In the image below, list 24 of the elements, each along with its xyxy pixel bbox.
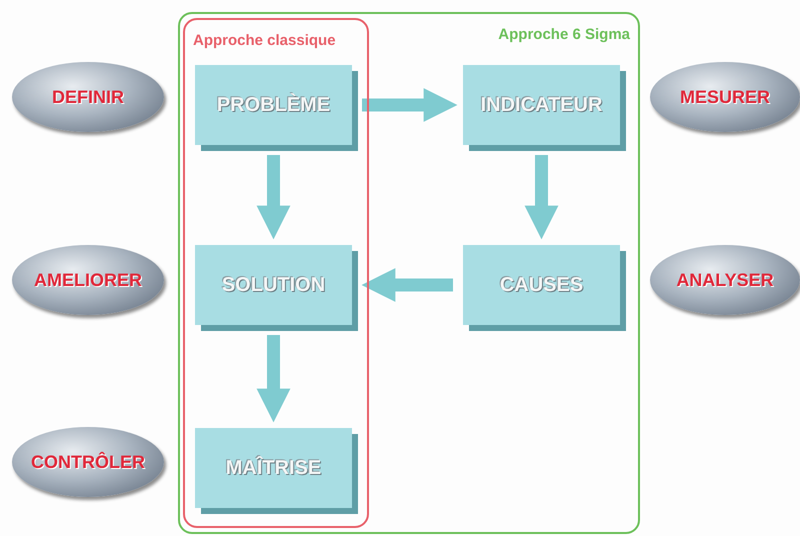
phase-label: ANALYSER (676, 270, 774, 290)
step-label: MAÎTRISE (226, 456, 322, 480)
arrow (256, 155, 290, 240)
step-label: PROBLÈME (216, 94, 330, 116)
phase-label: CONTRÔLER (31, 452, 145, 472)
step-box (195, 428, 352, 508)
phase-label: DEFINIR (52, 86, 124, 108)
phase-label: MESURER (680, 86, 770, 108)
arrow (524, 155, 558, 240)
step-box (463, 245, 620, 325)
group-frame (178, 12, 640, 534)
arrow (362, 268, 453, 302)
step-box (195, 245, 352, 325)
step-label: SOLUTION (222, 274, 326, 296)
step-box (463, 65, 620, 145)
step-box (195, 65, 352, 145)
group-title: Approche 6 Sigma (498, 26, 630, 43)
group-frame (183, 18, 369, 528)
group-title: Approche classique (193, 32, 336, 49)
step-label: CAUSES (500, 274, 584, 296)
step-label: INDICATEUR (480, 94, 602, 116)
phase-label: AMELIORER (34, 270, 142, 290)
arrow (256, 335, 290, 422)
arrow (362, 88, 458, 122)
